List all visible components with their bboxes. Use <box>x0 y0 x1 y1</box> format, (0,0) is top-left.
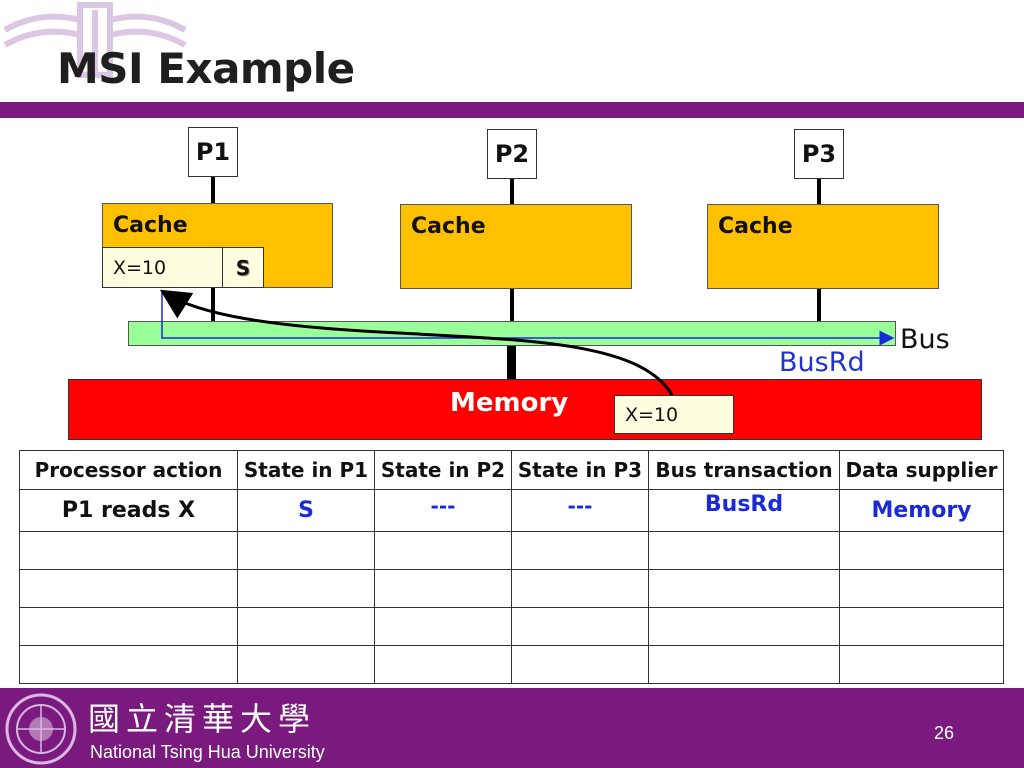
table-cell <box>237 645 375 684</box>
table-cell <box>374 607 512 646</box>
system-bus <box>128 321 896 346</box>
memory-bus-connector <box>507 346 516 379</box>
memory-value: X=10 <box>614 395 734 434</box>
title-underline-bar <box>0 102 1024 118</box>
bus-label: Bus <box>900 324 950 355</box>
data-response-arrow <box>159 289 674 396</box>
table-cell <box>19 531 238 570</box>
table-cell <box>839 569 1004 608</box>
table-cell <box>19 607 238 646</box>
p1-cache-line-state: S <box>222 247 264 288</box>
cell-processor-action: P1 reads X <box>19 489 238 532</box>
table-cell <box>511 531 649 570</box>
header-processor-action: Processor action <box>19 450 238 490</box>
p1-cache-line-value: X=10 <box>102 247 223 288</box>
cell-state-p1: S <box>237 489 375 532</box>
table-cell <box>374 531 512 570</box>
p1-bus-connector <box>211 288 215 321</box>
table-cell <box>839 645 1004 684</box>
table-cell <box>374 645 512 684</box>
busrd-request-arrow <box>161 290 895 346</box>
cache-p2: Cache <box>400 204 632 289</box>
table-cell <box>511 607 649 646</box>
header-state-p3: State in P3 <box>511 450 649 490</box>
page-number: 26 <box>934 723 955 743</box>
table-cell <box>511 569 649 608</box>
table-cell <box>237 531 375 570</box>
table-cell <box>19 569 238 608</box>
university-name-english: National Tsing Hua University <box>90 742 325 762</box>
table-row <box>19 569 1004 608</box>
cell-data-supplier: Memory <box>839 489 1004 532</box>
table-row <box>19 607 1004 646</box>
table-cell <box>19 645 238 684</box>
table-cell <box>374 569 512 608</box>
university-seal-icon <box>5 693 77 765</box>
table-cell <box>648 569 840 608</box>
processor-p2: P2 <box>487 129 537 179</box>
table-cell <box>511 645 649 684</box>
table-cell <box>839 531 1004 570</box>
cache-p3-label: Cache <box>718 214 793 239</box>
p2-bus-connector <box>510 289 514 321</box>
table-cell <box>648 645 840 684</box>
table-row: P1 reads X S --- --- BusRd Memory <box>19 489 1004 532</box>
table-cell <box>237 569 375 608</box>
processor-p3: P3 <box>794 129 844 179</box>
p1-cache-connector <box>211 177 215 203</box>
cell-state-p3: --- <box>511 489 649 532</box>
slide-title: MSI Example <box>57 44 355 93</box>
header-data-supplier: Data supplier <box>839 450 1004 490</box>
p3-cache-connector <box>817 179 821 204</box>
table-header-row: Processor action State in P1 State in P2… <box>19 450 1004 490</box>
table-cell <box>839 607 1004 646</box>
processor-p1: P1 <box>188 127 238 177</box>
transaction-table: Processor action State in P1 State in P2… <box>19 450 1004 684</box>
p2-cache-connector <box>510 179 514 204</box>
university-watermark-logo <box>3 2 187 78</box>
table-cell <box>237 607 375 646</box>
header-bus-transaction: Bus transaction <box>648 450 840 490</box>
footer-bar <box>0 688 1024 768</box>
table-row <box>19 645 1004 684</box>
header-state-p2: State in P2 <box>374 450 512 490</box>
header-state-p1: State in P1 <box>237 450 375 490</box>
memory-label: Memory <box>450 388 569 418</box>
cache-p3: Cache <box>707 204 939 289</box>
cell-state-p2: --- <box>374 489 512 532</box>
bus-transaction-label: BusRd <box>779 347 865 378</box>
table-cell <box>648 531 840 570</box>
cell-bus-transaction: BusRd <box>648 489 840 532</box>
cache-p1-label: Cache <box>113 213 188 238</box>
cache-p2-label: Cache <box>411 214 486 239</box>
main-memory <box>68 379 982 440</box>
university-name-chinese: 國立清華大學 <box>88 700 317 738</box>
table-row <box>19 531 1004 570</box>
table-cell <box>648 607 840 646</box>
p3-bus-connector <box>817 289 821 321</box>
